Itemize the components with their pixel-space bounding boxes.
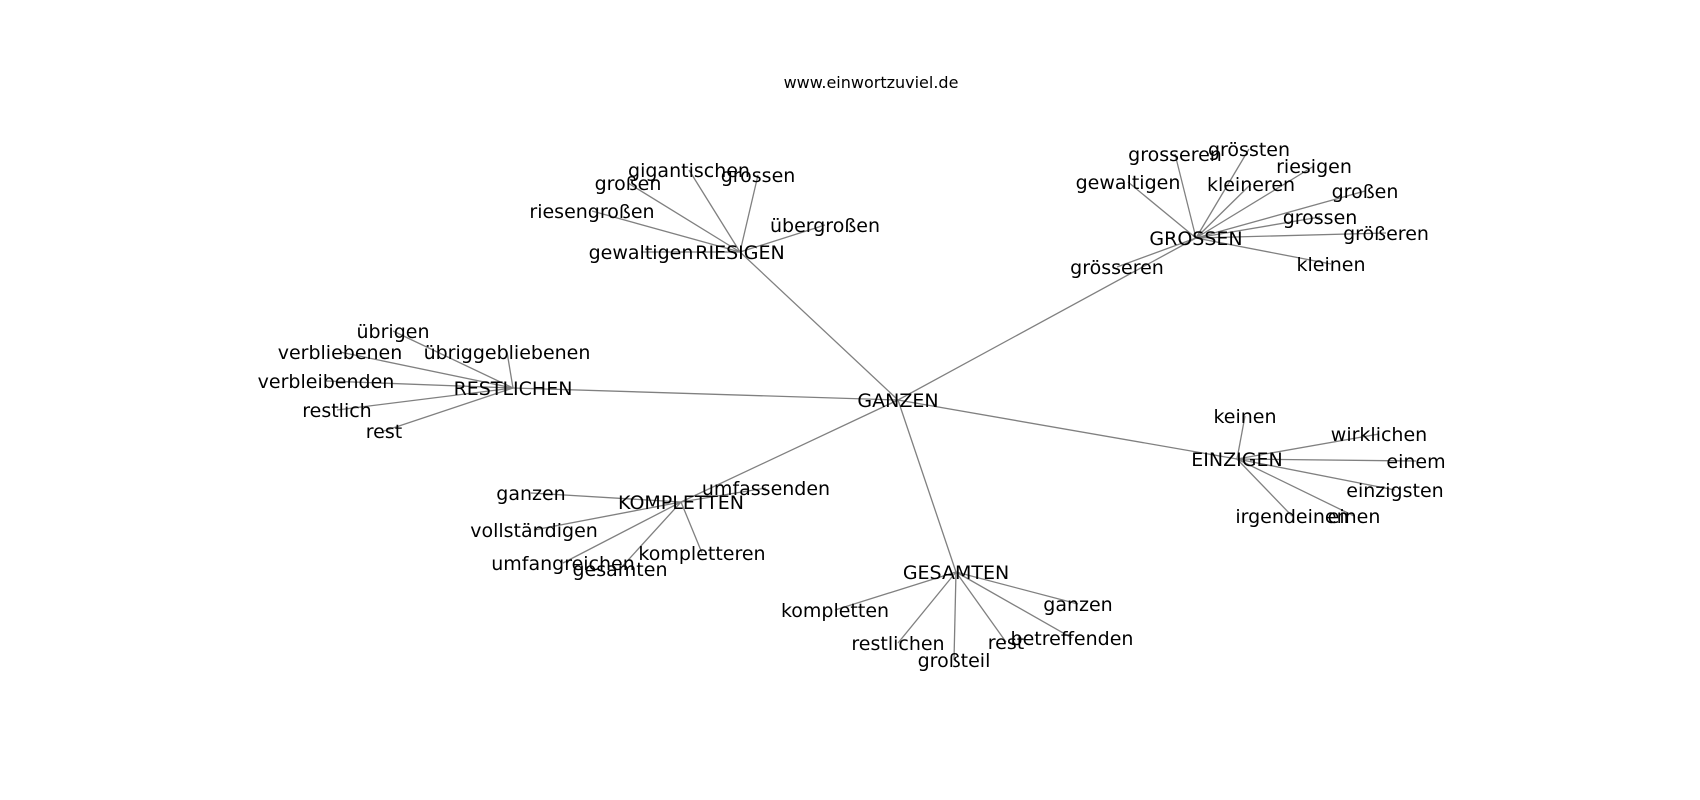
hub-node: EINZIGEN	[1191, 449, 1282, 471]
word-node: keinen	[1213, 406, 1276, 428]
word-node: betreffenden	[1011, 628, 1134, 650]
edge-hub-to-word	[739, 224, 826, 253]
edge-hub-to-word	[619, 501, 682, 570]
edge-hub-to-word	[834, 571, 957, 611]
edge-hub-to-word	[688, 169, 741, 253]
word-node: kompletteren	[638, 543, 765, 565]
word-node: rest	[366, 421, 402, 443]
edge-hub-to-word	[533, 501, 682, 531]
word-node: übergroßen	[770, 215, 880, 237]
edge-hub-to-word	[1116, 237, 1197, 268]
edge-hub-to-word	[506, 351, 514, 389]
edge-hub-to-word	[1236, 415, 1246, 460]
word-node: restlichen	[851, 633, 944, 655]
word-node: restlich	[302, 400, 371, 422]
edge-hub-to-word	[1236, 458, 1396, 491]
word-node: vollständigen	[470, 520, 598, 542]
word-node: gigantischen	[628, 160, 750, 182]
edge-hub-to-word	[627, 182, 741, 253]
word-node: gewaltigen	[589, 242, 694, 264]
word-node: übriggebliebenen	[424, 342, 591, 364]
word-node: grössten	[1208, 139, 1290, 161]
word-node: grossen	[721, 165, 796, 187]
word-node: ganzen	[496, 483, 565, 505]
word-node: umfangreichen	[491, 553, 635, 575]
word-node: großen	[595, 173, 662, 195]
word-node: kompletten	[781, 600, 889, 622]
word-node: großen	[1332, 181, 1399, 203]
word-node: wirklichen	[1331, 424, 1427, 446]
edge-root-to-hub	[739, 251, 899, 401]
edge-hub-to-word	[1195, 148, 1250, 239]
edge-hub-to-word	[1236, 433, 1380, 460]
word-node: einen	[1328, 506, 1381, 528]
word-node: gewaltigen	[1076, 172, 1181, 194]
word-node: einem	[1386, 451, 1445, 473]
word-node: großteil	[918, 650, 991, 672]
site-title: www.einwortzuviel.de	[784, 73, 959, 92]
word-node: grosseren	[1128, 144, 1222, 166]
word-node: umfassenden	[702, 478, 830, 500]
word-node: rest	[988, 632, 1024, 654]
graph-labels: gigantischengrossengroßenriesengroßenübe…	[258, 139, 1446, 672]
edge-root-to-hub	[897, 399, 957, 573]
word-node: grösseren	[1070, 257, 1164, 279]
edge-hub-to-word	[530, 492, 682, 503]
edge-root-to-hub	[680, 399, 899, 503]
word-node: ganzen	[1043, 594, 1112, 616]
edge-root-to-hub	[897, 399, 1238, 460]
edge-hub-to-word	[680, 501, 703, 554]
hub-node: GESAMTEN	[903, 562, 1009, 584]
edge-hub-to-word	[339, 351, 514, 389]
hub-node: KOMPLETTEN	[618, 492, 744, 514]
edge-hub-to-word	[897, 571, 957, 644]
word-node: kleinen	[1296, 254, 1365, 276]
root-node: GANZEN	[857, 390, 938, 412]
edge-hub-to-word	[1174, 153, 1197, 239]
word-node: irgendeinen	[1235, 506, 1348, 528]
hub-node: GROSSEN	[1149, 228, 1242, 250]
edge-hub-to-word	[680, 487, 767, 503]
edge-hub-to-word	[953, 571, 957, 661]
edge-hub-to-word	[955, 571, 1079, 605]
word-node: gesamten	[573, 559, 668, 581]
edge-hub-to-word	[1195, 216, 1321, 239]
word-node: übrigen	[357, 321, 430, 343]
word-node: verbleibenden	[258, 371, 395, 393]
edge-hub-to-word	[1236, 458, 1417, 462]
edge-hub-to-word	[1195, 237, 1332, 265]
edge-root-to-hub	[512, 387, 899, 401]
word-node: einzigsten	[1346, 480, 1443, 502]
edge-root-to-hub	[897, 237, 1197, 401]
word-node: grossen	[1283, 207, 1358, 229]
word-node: verbliebenen	[278, 342, 403, 364]
edge-hub-to-word	[591, 210, 741, 253]
word-node: riesigen	[1276, 156, 1352, 178]
edge-hub-to-word	[383, 387, 514, 432]
edge-hub-to-word	[1195, 165, 1315, 239]
edge-hub-to-word	[1195, 232, 1387, 239]
word-node: größeren	[1343, 223, 1429, 245]
edge-hub-to-word	[1236, 458, 1355, 517]
edge-hub-to-word	[739, 174, 759, 253]
edge-hub-to-word	[336, 387, 514, 411]
hub-node: RIESIGEN	[695, 242, 784, 264]
edge-hub-to-word	[1127, 181, 1197, 239]
edge-hub-to-word	[1195, 183, 1252, 239]
word-node: kleineren	[1207, 174, 1295, 196]
edge-hub-to-word	[1236, 458, 1293, 517]
word-node: riesengroßen	[529, 201, 654, 223]
edge-hub-to-word	[955, 571, 1073, 639]
hub-node: RESTLICHEN	[454, 378, 573, 400]
edge-hub-to-word	[1195, 190, 1366, 239]
edge-hub-to-word	[562, 501, 682, 564]
edge-hub-to-word	[325, 380, 514, 389]
edge-hub-to-word	[955, 571, 1007, 643]
edge-hub-to-word	[392, 330, 514, 389]
graph-edges	[325, 148, 1417, 661]
